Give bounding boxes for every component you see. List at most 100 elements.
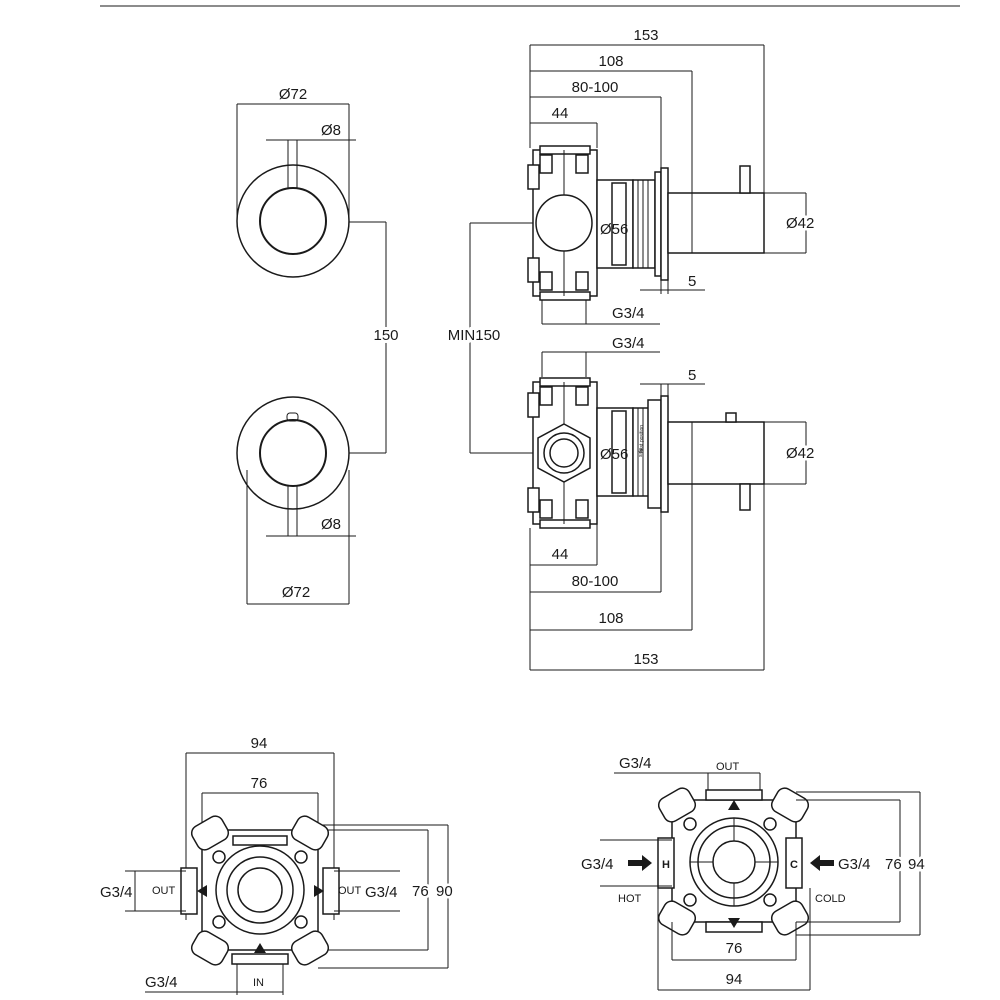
lower-knob-plate — [236, 396, 350, 510]
body-left-boss — [527, 257, 540, 283]
arrow-left-icon — [197, 885, 207, 897]
dim-label-80-100-top: 80-100 — [572, 79, 619, 96]
handle-lever — [739, 165, 751, 194]
arrow-right-icon — [642, 855, 652, 871]
label-g34-right: G3/4 — [365, 884, 398, 901]
side-view: MIN150 153 108 80-100 44 — [445, 27, 817, 671]
body-bottom-nut — [539, 291, 591, 301]
top-port — [705, 789, 763, 801]
dim-label-94: 94 — [251, 735, 268, 752]
label-out-left: OUT — [152, 885, 176, 897]
corner-ear — [190, 930, 230, 966]
body-bracket — [539, 154, 553, 174]
lower-knob: Ø8 Ø72 — [236, 396, 356, 605]
dim-label-d42-bottom: Ø42 — [786, 445, 814, 462]
arrow-right-icon — [314, 885, 324, 897]
arrow-up-icon — [728, 800, 740, 810]
dim-label-5-top: 5 — [688, 273, 696, 290]
right-port — [322, 867, 340, 915]
top-port — [232, 835, 288, 846]
body-bracket — [539, 271, 553, 291]
body-bracket — [575, 271, 589, 291]
dim-label-94: 94 — [726, 971, 743, 988]
lower-side-unit: G3/4 5 side — [527, 335, 817, 671]
dim-label-44-top: 44 — [552, 105, 569, 122]
body-neck-inner — [611, 182, 627, 266]
dim-label-76-v: 76 — [885, 856, 902, 873]
body-top-nut — [539, 145, 591, 155]
corner-ear — [290, 930, 330, 966]
label-out-right: OUT — [338, 885, 362, 897]
corner-ear — [190, 815, 230, 851]
handle-lever — [739, 483, 751, 511]
body-top-nut — [539, 377, 591, 387]
handle-tab — [725, 412, 737, 423]
handle-body — [667, 421, 765, 485]
dim-label-108-bottom: 108 — [598, 610, 623, 627]
cover-plate — [660, 395, 669, 513]
label-g34-top: G3/4 — [619, 755, 652, 772]
center-boss-inner — [712, 840, 756, 884]
dim-label-153-bottom: 153 — [633, 651, 658, 668]
corner-ear — [290, 815, 330, 851]
wall-plate — [654, 171, 662, 277]
dim-label-76: 76 — [726, 940, 743, 957]
cover-plate — [660, 167, 669, 281]
dim-label-108-top: 108 — [598, 53, 623, 70]
dim-label-80-100-bottom: 80-100 — [572, 573, 619, 590]
corner-ear — [657, 900, 697, 936]
arrow-left-icon — [810, 855, 820, 871]
lower-knob-handle — [259, 419, 327, 487]
dim-label-d8-top: Ø8 — [321, 122, 341, 139]
screw — [212, 850, 226, 864]
hot-arrow-shaft — [628, 860, 642, 866]
dim-label-d72-top: Ø72 — [279, 86, 307, 103]
arrow-down-icon — [728, 918, 740, 928]
plate-text-side: side — [638, 448, 644, 457]
body-bracket — [575, 386, 589, 406]
dim-label-d42-top: Ø42 — [786, 215, 814, 232]
screw — [763, 893, 777, 907]
bottom-left-valve-view: 94 76 76 90 G3/4 OUT — [100, 735, 455, 995]
screw — [763, 817, 777, 831]
screw — [683, 893, 697, 907]
hex-nut-inner-bore — [549, 438, 579, 468]
corner-ear — [770, 787, 810, 823]
dim-label-94-v: 94 — [908, 856, 925, 873]
body-bracket — [575, 499, 589, 519]
label-in: IN — [253, 977, 264, 989]
label-g34-bottom: G3/4 — [145, 974, 178, 991]
cold-arrow-shaft — [820, 860, 834, 866]
corner-ear — [657, 787, 697, 823]
body-left-boss — [527, 392, 540, 418]
dim-label-d72-bottom: Ø72 — [282, 584, 310, 601]
threaded-sleeve — [632, 179, 656, 269]
label-hot: HOT — [618, 893, 642, 905]
body-bottom-nut — [539, 519, 591, 529]
upper-side-unit: 153 108 80-100 44 — [527, 27, 817, 325]
label-cold: COLD — [815, 893, 846, 905]
screw — [294, 850, 308, 864]
label-g34-cold: G3/4 — [838, 856, 871, 873]
dim-label-153-top: 153 — [633, 27, 658, 44]
body-port-circle — [535, 194, 593, 252]
screw — [294, 915, 308, 929]
lower-knob-tab — [286, 412, 299, 422]
arrow-up-icon — [254, 943, 266, 953]
dim-label-76-v: 76 — [412, 883, 429, 900]
center-boss-inner — [237, 867, 283, 913]
hot-port — [657, 837, 675, 889]
body-left-boss — [527, 487, 540, 513]
label-g34-hot: G3/4 — [581, 856, 614, 873]
plate-text-best-position: best position — [639, 425, 645, 453]
dim-label-5-bottom: 5 — [688, 367, 696, 384]
body-left-boss — [527, 164, 540, 190]
bottom-right-valve-view: G3/4 OUT H G3/4 HOT C — [581, 755, 927, 991]
wall-plate — [647, 399, 662, 509]
dim-label-90: 90 — [436, 883, 453, 900]
label-h: H — [662, 859, 670, 871]
bottom-port — [231, 953, 289, 965]
cold-port — [785, 837, 803, 889]
dim-label-d56-bottom: Ø56 — [600, 446, 628, 463]
